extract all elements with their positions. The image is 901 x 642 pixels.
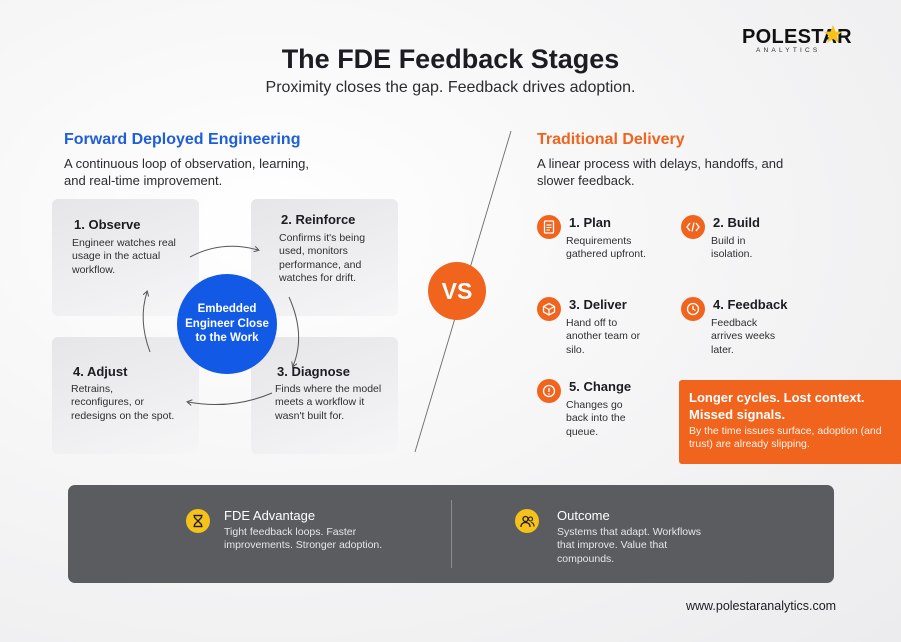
stage-card-observe: 1. Observe Engineer watches real usage i… bbox=[52, 199, 199, 316]
vs-badge: VS bbox=[428, 262, 486, 320]
hourglass-icon bbox=[186, 509, 210, 533]
stage-card-diagnose: 3. Diagnose Finds where the model meets … bbox=[251, 337, 398, 454]
stage-text: Engineer watches real usage in the actua… bbox=[72, 237, 176, 276]
step-text: Hand off to another team or silo. bbox=[566, 317, 641, 356]
website-link[interactable]: www.polestaranalytics.com bbox=[686, 599, 837, 613]
document-icon bbox=[537, 215, 561, 239]
outcome-title: Outcome bbox=[557, 508, 610, 523]
outcome-text: Systems that adapt. Workflows that impro… bbox=[557, 526, 701, 565]
logo-wordmark: POLESTAR bbox=[742, 26, 852, 48]
step-title: 1. Plan bbox=[569, 215, 611, 230]
logo-subtext: ANALYTICS bbox=[756, 47, 821, 54]
page-subtitle: Proximity closes the gap. Feedback drive… bbox=[265, 79, 636, 96]
star-icon bbox=[824, 25, 842, 43]
fde-description: A continuous loop of observation, learni… bbox=[64, 156, 310, 188]
step-text: Feedback arrives weeks later. bbox=[711, 317, 776, 356]
step-text: Changes go back into the queue. bbox=[566, 399, 626, 438]
advantage-title: FDE Advantage bbox=[224, 508, 316, 523]
stage-card-adjust: 4. Adjust Retrains, reconfigures, or red… bbox=[52, 337, 199, 454]
step-title: 2. Build bbox=[713, 215, 760, 230]
stage-card-reinforce: 2. Reinforce Confirms it's being used, m… bbox=[251, 199, 398, 316]
step-text: Requirements gathered upfront. bbox=[566, 235, 646, 261]
traditional-heading: Traditional Delivery bbox=[537, 131, 685, 148]
stage-title: 4. Adjust bbox=[73, 364, 128, 379]
page-title: The FDE Feedback Stages bbox=[281, 44, 620, 74]
stage-title: 1. Observe bbox=[74, 217, 141, 232]
stage-title: 2. Reinforce bbox=[281, 212, 356, 227]
clock-icon bbox=[681, 297, 705, 321]
step-title: 3. Deliver bbox=[569, 297, 627, 312]
box-icon bbox=[537, 297, 561, 321]
stage-text: Retrains, reconfigures, or redesigns on … bbox=[71, 383, 175, 422]
stage-text: Finds where the model meets a workflow i… bbox=[275, 383, 382, 422]
step-title: 5. Change bbox=[569, 379, 632, 394]
alert-icon bbox=[537, 379, 561, 403]
advantage-text: Tight feedback loops. Faster improvement… bbox=[224, 526, 383, 552]
code-icon bbox=[681, 215, 705, 239]
fde-heading: Forward Deployed Engineering bbox=[64, 131, 301, 148]
polestar-logo: POLESTAR ANALYTICS bbox=[742, 25, 872, 60]
summary-divider bbox=[451, 500, 452, 568]
embedded-engineer-hub: Embedded Engineer Close to the Work bbox=[177, 274, 277, 374]
callout-box: Longer cycles. Lost context. Missed sign… bbox=[679, 380, 901, 464]
step-title: 4. Feedback bbox=[713, 297, 788, 312]
users-icon bbox=[515, 509, 539, 533]
callout-text: By the time issues surface, adoption (an… bbox=[689, 425, 882, 450]
step-text: Build in isolation. bbox=[711, 235, 753, 261]
callout-title: Longer cycles. Lost context. Missed sign… bbox=[689, 390, 865, 422]
stage-text: Confirms it's being used, monitors perfo… bbox=[279, 232, 366, 285]
traditional-description: A linear process with delays, handoffs, … bbox=[537, 156, 784, 188]
